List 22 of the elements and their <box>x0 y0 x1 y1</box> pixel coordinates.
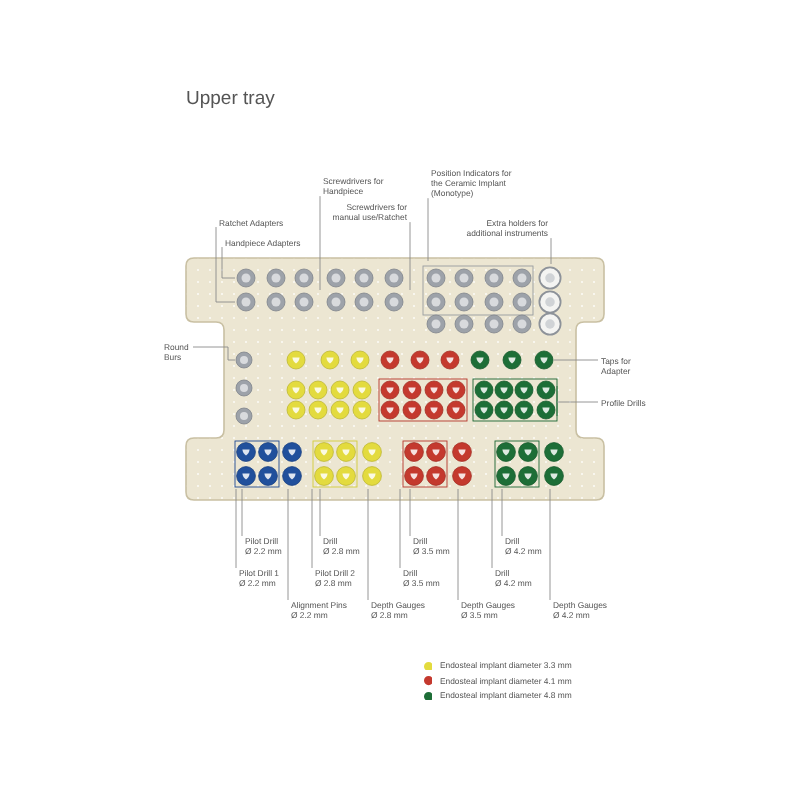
leader-line <box>221 246 236 279</box>
leader-line <box>287 488 289 601</box>
leader-line <box>235 488 237 569</box>
leader-line <box>399 488 401 569</box>
leader-line <box>215 226 236 303</box>
leader-line <box>550 237 552 265</box>
leader-line <box>319 488 321 537</box>
leader-line <box>427 197 429 262</box>
leader-line <box>556 401 599 403</box>
leader-line <box>367 488 369 601</box>
leader-line <box>409 488 411 537</box>
leader-line <box>549 488 551 601</box>
leader-line <box>241 488 243 537</box>
leader-line <box>311 488 313 569</box>
leader-line <box>192 346 236 361</box>
leader-line <box>457 488 459 601</box>
leader-line <box>409 221 411 291</box>
leader-line <box>501 488 503 537</box>
diagram-title: Upper tray <box>186 88 275 111</box>
leader-line <box>319 195 321 291</box>
leader-line <box>553 359 599 361</box>
leader-line <box>491 488 493 569</box>
